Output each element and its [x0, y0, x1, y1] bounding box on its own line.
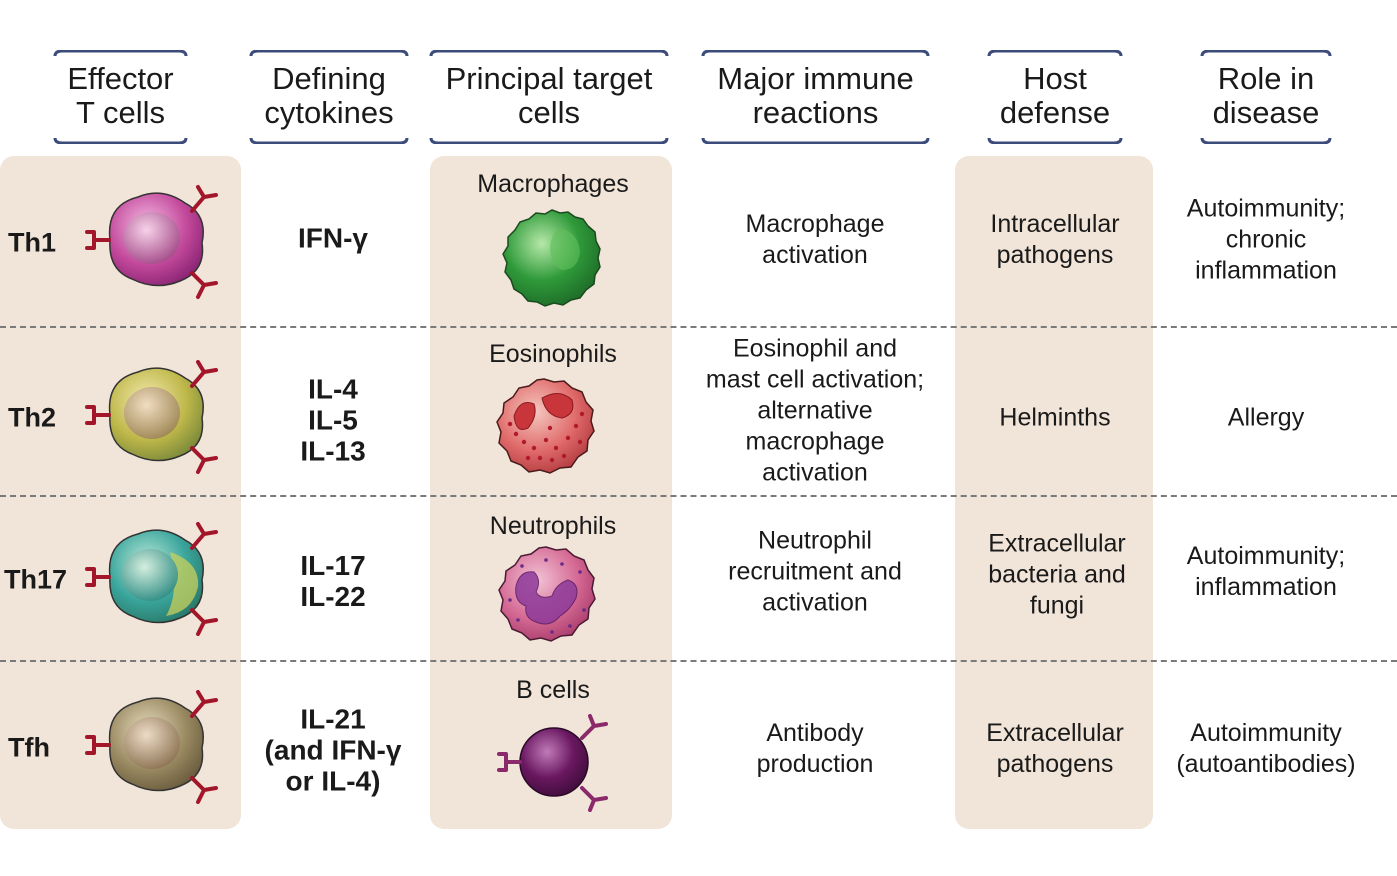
row-th17-defense: Extracellular bacteria and fungi: [988, 529, 1126, 620]
row-tfh-target-label: B cells: [516, 676, 590, 704]
header-major-immune-reactions: Major immune reactions: [700, 50, 931, 144]
tfh-cell-icon: [85, 690, 218, 804]
header-bracket-icon: [1200, 50, 1332, 144]
header-bracket-icon: [53, 50, 188, 144]
row-th1-label: Th1: [8, 227, 57, 258]
row-th2-disease: Allergy: [1227, 403, 1305, 432]
host-defense-column-panel: [955, 156, 1153, 829]
row-th17-disease: Autoimmunity; inflammation: [1186, 542, 1346, 601]
row-th2-defense: Helminths: [999, 403, 1111, 432]
row-th17-target-label: Neutrophils: [489, 512, 617, 540]
row-tfh-defense: Extracellular pathogens: [986, 719, 1124, 778]
row-th2-reaction: Eosinophil and mast cell activation; alt…: [705, 334, 925, 487]
row-tfh-label: Tfh: [8, 732, 50, 763]
header-principal-target-cells: Principal target cells: [428, 50, 670, 144]
header-bracket-icon: [249, 50, 409, 144]
row-th2-cytokines: IL-4 IL-5 IL-13: [300, 373, 366, 467]
row-th2-label: Th2: [8, 402, 57, 433]
header-host-defense: Host defense: [986, 50, 1124, 144]
th2-cell-icon: [85, 360, 218, 474]
row-th1-disease: Autoimmunity; chronic inflammation: [1186, 194, 1346, 285]
neutrophil-cell-icon: [498, 546, 596, 642]
row-divider: [0, 660, 1397, 662]
row-th17-reaction: Neutrophil recruitment and activation: [728, 526, 902, 617]
row-divider: [0, 326, 1397, 328]
row-th1-reaction: Macrophage activation: [745, 210, 885, 269]
row-th1-target-label: Macrophages: [477, 170, 629, 198]
header-defining-cytokines: Defining cytokines: [248, 50, 410, 144]
header-bracket-icon: [429, 50, 669, 144]
header-effector-t-cells: Effector T cells: [52, 50, 189, 144]
row-th1-cytokines: IFN-γ: [298, 222, 368, 254]
row-th1-defense: Intracellular pathogens: [990, 210, 1120, 269]
th17-cell-icon: [85, 522, 218, 636]
row-tfh-reaction: Antibody production: [756, 719, 874, 778]
header-bracket-icon: [701, 50, 930, 144]
row-th17-cytokines: IL-17 IL-22: [300, 550, 366, 612]
row-divider: [0, 495, 1397, 497]
header-label: Major immune reactions: [717, 61, 914, 130]
th1-cell-icon: [85, 185, 218, 299]
header-label: Role in disease: [1212, 61, 1320, 130]
row-th2-target-label: Eosinophils: [489, 340, 617, 368]
eosinophil-cell-icon: [496, 378, 595, 474]
header-label: Effector T cells: [67, 61, 174, 130]
header-bracket-icon: [987, 50, 1123, 144]
header-label: Host defense: [999, 61, 1111, 130]
macrophage-cell-icon: [502, 209, 601, 307]
row-tfh-disease: Autoimmunity (autoantibodies): [1176, 719, 1356, 778]
b-cell-icon: [497, 714, 608, 812]
row-th17-label: Th17: [4, 564, 68, 595]
row-tfh-cytokines: IL-21 (and IFN-γ or IL-4): [264, 703, 402, 797]
header-label: Defining cytokines: [264, 61, 394, 130]
header-label: Principal target cells: [445, 61, 653, 130]
header-role-in-disease: Role in disease: [1199, 50, 1333, 144]
